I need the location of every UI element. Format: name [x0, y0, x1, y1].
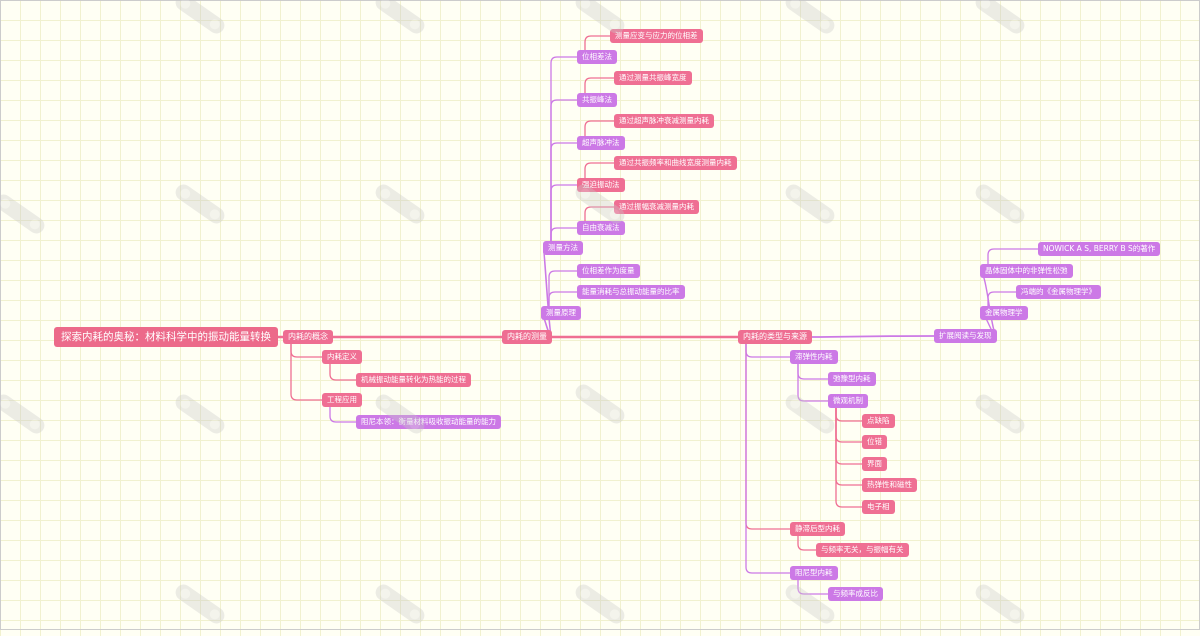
connector-type-anelastic: [745, 344, 790, 358]
measure-principle[interactable]: 测量原理: [541, 306, 581, 320]
method-forced[interactable]: 强迫振动法: [577, 178, 625, 192]
connector-method-ultrasonic: [550, 142, 577, 255]
type-anelastic[interactable]: 滞弹性内耗: [790, 350, 838, 364]
connector-type-micro-mechanism: [797, 364, 828, 402]
method-forced-text[interactable]: 通过共振频率和曲线宽度测量内耗: [614, 156, 737, 170]
concept-definition-text[interactable]: 机械振动能量转化为热能的过程: [356, 373, 471, 387]
principle-energy[interactable]: 能量消耗与总振动能量的比率: [577, 285, 685, 299]
branch-concept[interactable]: 内耗的概念: [283, 330, 333, 344]
connector-mechanism-point-defect: [835, 408, 862, 422]
connector-concept-definition: [290, 344, 322, 358]
connector-method-ultrasonic-text: [584, 120, 614, 150]
connector-method-free-text: [584, 206, 614, 235]
type-relaxation[interactable]: 弛豫型内耗: [828, 372, 876, 386]
mechanism-electron[interactable]: 电子相: [862, 500, 895, 514]
type-static-hysteresis[interactable]: 静滞后型内耗: [790, 522, 845, 536]
connector-concept-definition-text: [329, 364, 356, 381]
connector-method-resonance-text: [584, 77, 614, 107]
mechanism-thermo-magnetic[interactable]: 热弹性和磁性: [862, 478, 917, 492]
method-free-text[interactable]: 通过振幅衰减测量内耗: [614, 200, 699, 214]
connector-principle-energy: [548, 291, 577, 320]
method-ultrasonic[interactable]: 超声脉冲法: [577, 136, 625, 150]
reading-crystal[interactable]: 晶体固体中的非弹性松弛: [980, 264, 1073, 278]
measure-methods[interactable]: 测量方法: [543, 241, 583, 255]
reading-metal[interactable]: 金属物理学: [980, 306, 1028, 320]
reading-crystal-author[interactable]: NOWICK A S, BERRY B S的著作: [1038, 242, 1161, 256]
connector-method-resonance: [550, 99, 577, 255]
connector-mechanism-dislocation: [835, 408, 862, 443]
connector-type-static-text: [797, 536, 816, 551]
method-free[interactable]: 自由衰减法: [577, 221, 625, 235]
concept-application-text[interactable]: 阻尼本领：衡量材料吸收振动能量的能力: [356, 415, 501, 429]
connector-method-forced-text: [584, 162, 614, 192]
connector-type-relaxation: [797, 364, 828, 380]
concept-application[interactable]: 工程应用: [322, 393, 362, 407]
branch-measurement[interactable]: 内耗的测量: [502, 330, 552, 344]
connector-method-phase: [550, 56, 577, 255]
connector-reading-crystal-author: [987, 248, 1038, 278]
connector-principle-phase: [548, 270, 577, 320]
connector-concept-application: [290, 344, 322, 401]
connector-reading-metal-author: [987, 291, 1016, 320]
connector-mechanism-interface: [835, 408, 862, 465]
type-micro-mechanism[interactable]: 微观机制: [828, 394, 868, 408]
connector-mechanism-electron: [835, 408, 862, 508]
root-topic[interactable]: 探索内耗的奥秘：材料科学中的振动能量转换: [54, 327, 278, 347]
connector-type-static-hysteresis: [745, 344, 790, 530]
connector-method-free: [550, 227, 577, 255]
type-resonant-text[interactable]: 与频率成反比: [828, 587, 883, 601]
mechanism-dislocation[interactable]: 位错: [862, 435, 887, 449]
mechanism-interface[interactable]: 界面: [862, 457, 887, 471]
connector-type-resonant-text: [797, 580, 828, 595]
connector-branch-reading: [811, 335, 935, 338]
connector-method-phase-text: [584, 35, 610, 64]
connector-mechanism-thermo-magnetic: [835, 408, 862, 486]
reading-metal-author[interactable]: 冯端的《金属物理学》: [1016, 285, 1101, 299]
mechanism-point-defect[interactable]: 点缺陷: [862, 414, 895, 428]
principle-phase[interactable]: 位相差作为度量: [577, 264, 640, 278]
method-phase[interactable]: 位相差法: [577, 50, 617, 64]
method-resonance-text[interactable]: 通过测量共振峰宽度: [614, 71, 692, 85]
concept-definition[interactable]: 内耗定义: [322, 350, 362, 364]
method-phase-text[interactable]: 测量应变与应力的位相差: [610, 29, 703, 43]
connector-type-resonant: [745, 344, 790, 574]
method-resonance[interactable]: 共振峰法: [577, 93, 617, 107]
type-resonant[interactable]: 阻尼型内耗: [790, 566, 838, 580]
connector-concept-application-text: [329, 407, 356, 423]
branch-reading[interactable]: 扩展阅读与发现: [934, 329, 997, 343]
branch-types[interactable]: 内耗的类型与来源: [738, 330, 812, 344]
type-static-text[interactable]: 与频率无关，与振幅有关: [816, 543, 909, 557]
method-ultrasonic-text[interactable]: 通过超声脉冲衰减测量内耗: [614, 114, 714, 128]
connector-method-forced: [550, 184, 577, 255]
